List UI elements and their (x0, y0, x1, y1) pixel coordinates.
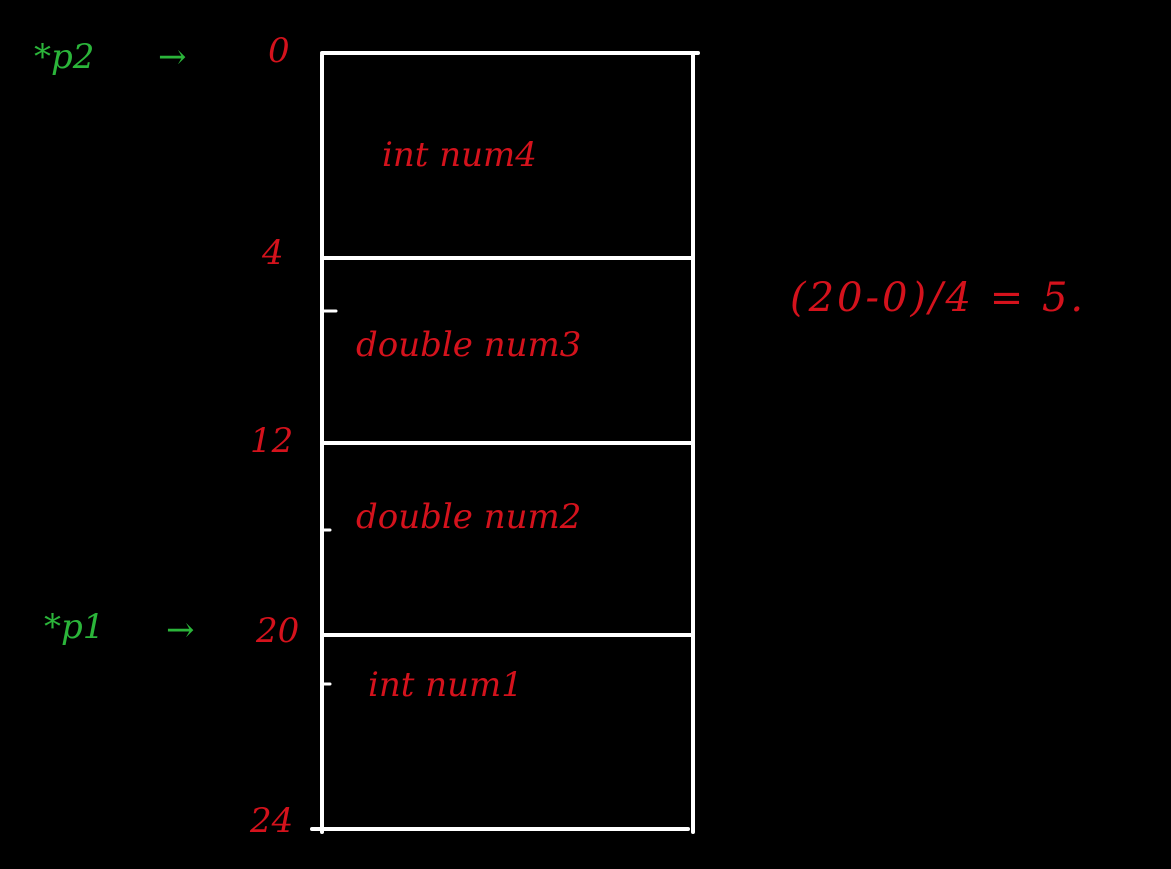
pointer-p1-label: *p1 (44, 607, 105, 647)
address-label-24: 24 (250, 801, 294, 841)
address-label-0: 0 (268, 31, 290, 71)
field-int-num1: int num1 (368, 665, 523, 705)
pointer-p2-label: *p2 (34, 37, 95, 77)
address-label-12: 12 (250, 421, 294, 461)
pointer-p2-arrow: → (158, 37, 187, 77)
pointer-p1-arrow: → (166, 610, 195, 650)
address-label-20: 20 (256, 611, 300, 651)
field-int-num4: int num4 (382, 135, 537, 175)
address-label-4: 4 (262, 233, 284, 273)
field-double-num2: double num2 (356, 497, 582, 537)
pointer-difference-formula: (20-0)/4 = 5. (790, 275, 1087, 321)
field-double-num3: double num3 (356, 325, 582, 365)
